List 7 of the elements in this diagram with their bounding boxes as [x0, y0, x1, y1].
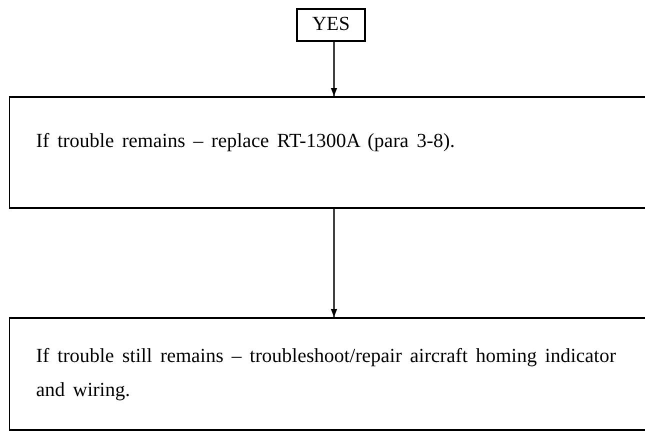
process-box — [9, 317, 645, 431]
arrow — [330, 42, 338, 96]
instruction-text: If trouble remains – replace RT-1300A (para 3-8). — [36, 129, 456, 154]
arrow — [330, 209, 338, 317]
instruction-text: If trouble still remains – troubleshoot/repair aircraft homing indicator and wiring. — [36, 344, 616, 403]
decision-label-box: YES — [296, 8, 366, 42]
process-box — [9, 96, 645, 209]
